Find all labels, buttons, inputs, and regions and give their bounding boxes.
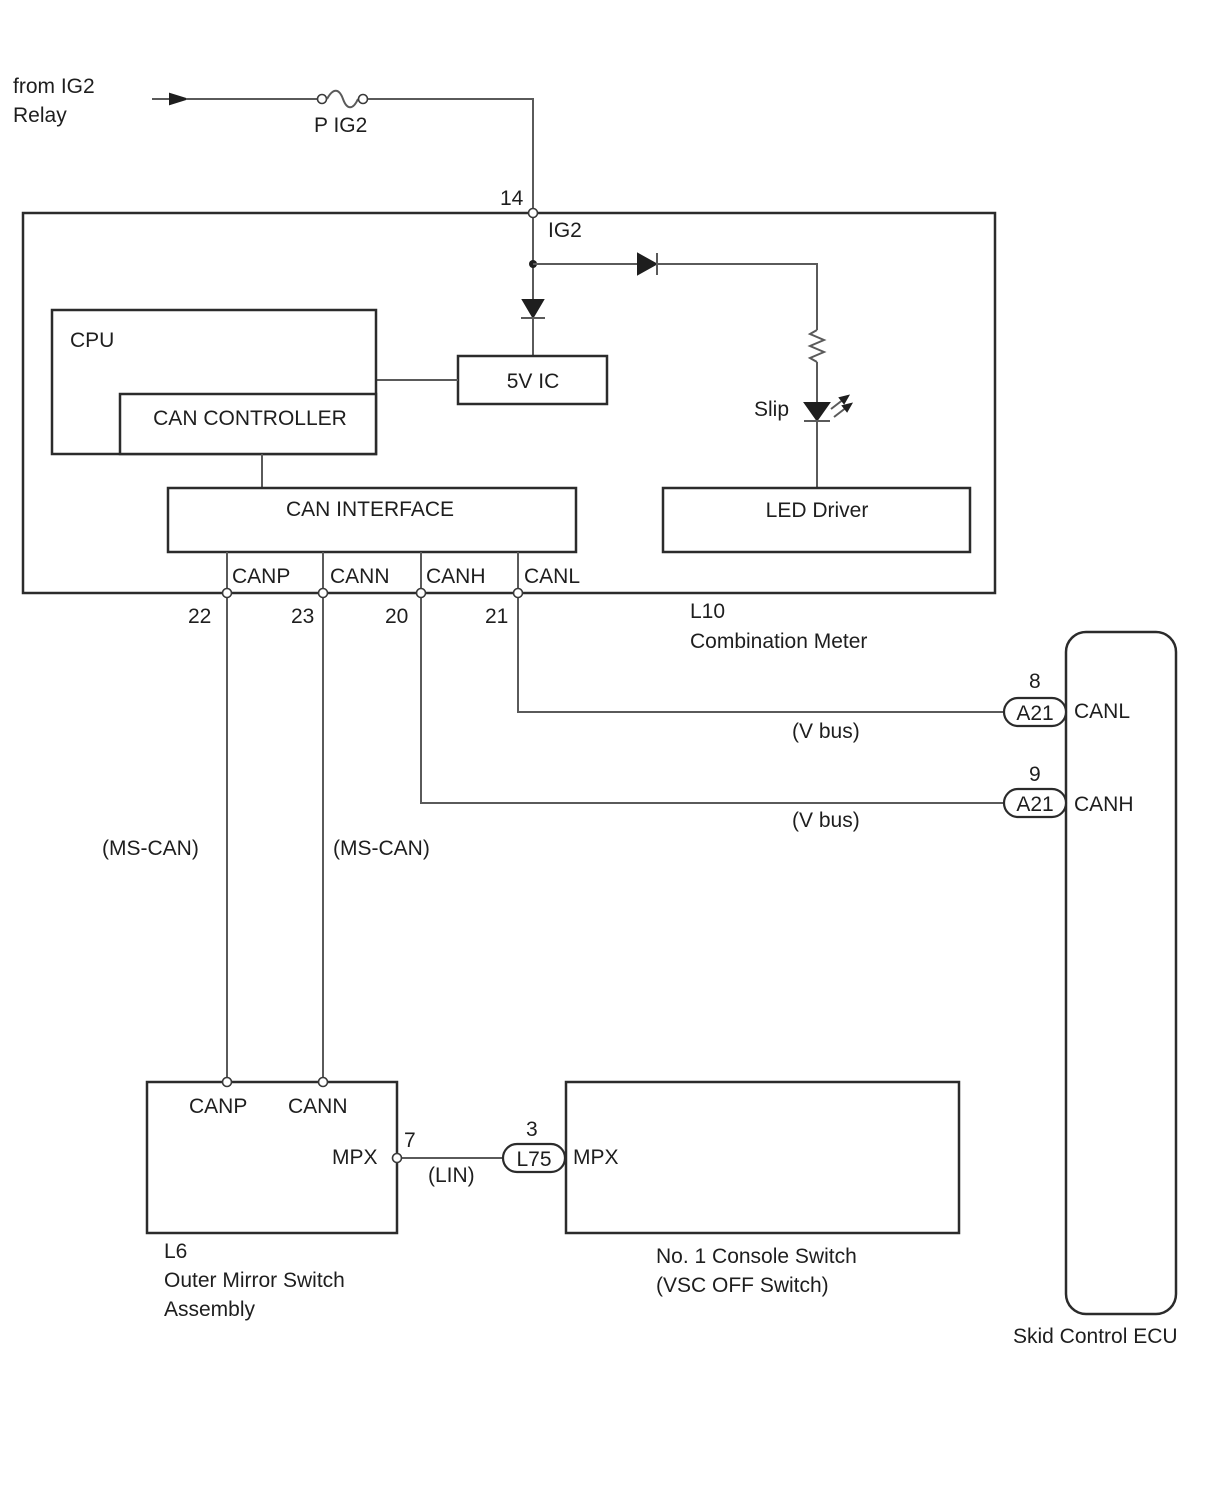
pin-canh — [415, 587, 427, 599]
combination-meter-name: Combination Meter — [690, 630, 867, 653]
wire-fuse-ig2 — [368, 98, 534, 208]
mirror-mpx-pin: 7 — [404, 1129, 416, 1152]
fuse-label: P IG2 — [314, 114, 367, 137]
outer-mirror-switch-box — [145, 1080, 399, 1235]
outer-mirror-code: L6 — [164, 1240, 187, 1263]
pin-canp — [221, 587, 233, 599]
5v-ic-box — [456, 354, 609, 406]
pin-mirror-cann — [317, 1076, 329, 1088]
wire-to-resistor — [658, 263, 818, 330]
console-switch-name-line1: No. 1 Console Switch — [656, 1245, 857, 1268]
source-arrow-icon — [152, 92, 190, 106]
skid-control-ecu-name: Skid Control ECU — [1013, 1325, 1178, 1348]
lin-label: (LIN) — [428, 1164, 475, 1187]
slip-label: Slip — [754, 398, 789, 421]
terminal-canp-label: CANP — [232, 565, 290, 588]
ecu-canh-pin: 9 — [1029, 763, 1041, 786]
ig2-pin-number: 14 — [500, 187, 524, 210]
combination-meter-code: L10 — [690, 600, 725, 623]
pin-23-label: 23 — [291, 605, 314, 628]
pin-mirror-mpx — [391, 1152, 403, 1164]
can-controller-label: CAN CONTROLLER — [153, 407, 347, 430]
terminal-cann-label: CANN — [330, 565, 390, 588]
ecu-canl-label: CANL — [1074, 700, 1130, 723]
pin-20-label: 20 — [385, 605, 408, 628]
mirror-mpx-label: MPX — [332, 1146, 378, 1169]
terminal-canl-label: CANL — [524, 565, 580, 588]
connector-a21-canh-label: A21 — [1016, 793, 1053, 816]
resistor-icon — [807, 329, 827, 363]
pin-cann — [317, 587, 329, 599]
fuse-icon — [316, 89, 369, 109]
can-interface-box — [166, 486, 578, 554]
connector-a21-canh — [1002, 787, 1068, 819]
pin-ig2 — [527, 207, 539, 219]
console-mpx-label: MPX — [573, 1146, 619, 1169]
console-pin: 3 — [526, 1118, 538, 1141]
outer-mirror-name-line1: Outer Mirror Switch — [164, 1269, 345, 1292]
ecu-canh-label: CANH — [1074, 793, 1134, 816]
can-interface-label: CAN INTERFACE — [286, 498, 454, 521]
pin-21-label: 21 — [485, 605, 508, 628]
5v-ic-label: 5V IC — [507, 370, 560, 393]
console-switch-box — [564, 1080, 961, 1235]
connector-a21-canl — [1002, 696, 1068, 728]
diode-icon — [637, 252, 659, 276]
terminal-canh-label: CANH — [426, 565, 486, 588]
outer-mirror-name-line2: Assembly — [164, 1298, 256, 1321]
pin-mirror-canp — [221, 1076, 233, 1088]
led-icon — [803, 394, 854, 422]
connector-l75-label: L75 — [516, 1148, 551, 1171]
ms-can-label-1: (MS-CAN) — [102, 837, 199, 860]
console-switch-name-line2: (VSC OFF Switch) — [656, 1274, 829, 1297]
connector-a21-canl-label: A21 — [1016, 702, 1053, 725]
source-label-line2: Relay — [13, 104, 67, 127]
terminal-pins — [221, 207, 539, 599]
vbus-label-1: (V bus) — [792, 720, 860, 743]
ms-can-label-2: (MS-CAN) — [333, 837, 430, 860]
pin-canl — [512, 587, 524, 599]
pin-22-label: 22 — [188, 605, 211, 628]
skid-control-ecu-box — [1064, 630, 1178, 1316]
mirror-cann-label: CANN — [288, 1095, 348, 1118]
vbus-label-2: (V bus) — [792, 809, 860, 832]
led-driver-label: LED Driver — [766, 499, 869, 522]
source-label-line1: from IG2 — [13, 75, 95, 98]
mirror-canp-label: CANP — [189, 1095, 247, 1118]
led-driver-box — [661, 486, 972, 554]
cpu-label: CPU — [70, 329, 114, 352]
wire-canl — [517, 552, 1004, 713]
wire-canh — [420, 552, 1004, 804]
ecu-canl-pin: 8 — [1029, 670, 1041, 693]
can-controller-box — [118, 392, 378, 456]
ig2-terminal-label: IG2 — [548, 219, 582, 242]
